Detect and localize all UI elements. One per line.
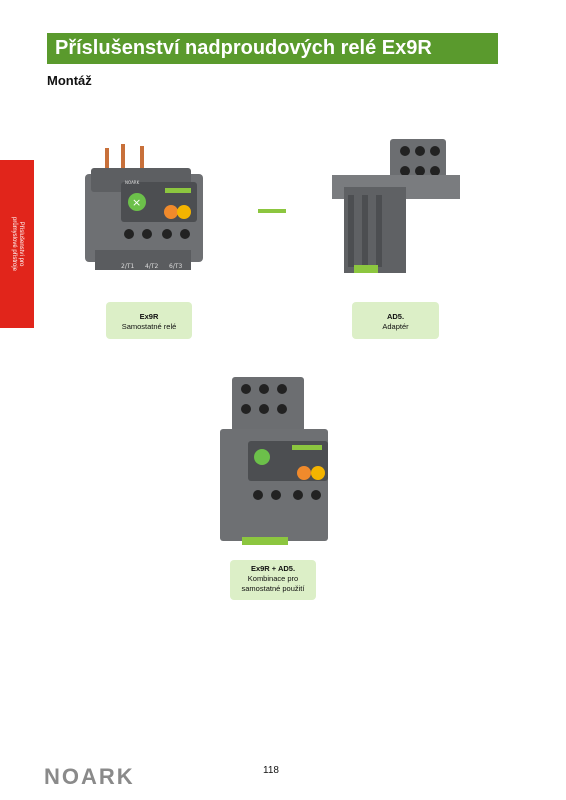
page-number: 118 [263, 765, 279, 776]
relay-brand-label: NOARK [125, 180, 140, 185]
page-title: Příslušenství nadproudových relé Ex9R [47, 33, 498, 64]
adapter-image [332, 139, 460, 273]
combo-image [220, 377, 328, 545]
connector-line [258, 209, 286, 213]
caption-relay-subtitle: Samostatné relé [121, 322, 177, 331]
caption-adapter: AD5. Adaptér [352, 302, 439, 339]
caption-combo: Ex9R + AD5. Kombinace pro samostatné pou… [230, 560, 316, 600]
caption-combo-line1: Kombinace pro [247, 574, 299, 583]
relay-image: × 2/T1 4/T2 6/T3 NOARK [85, 144, 203, 270]
noark-logo: NOARK [44, 764, 135, 789]
side-tab: Příslušenství pro průmyslové přístroje [0, 160, 34, 328]
caption-adapter-title: AD5. [386, 312, 405, 321]
relay-terminal-label: 6/T3 [169, 263, 183, 270]
section-title: Montáž [47, 73, 92, 88]
caption-relay-title: Ex9R [139, 312, 159, 321]
caption-combo-line2: samostatné použití [241, 584, 305, 593]
svg-text:×: × [132, 196, 141, 209]
relay-terminal-label: 2/T1 [121, 263, 135, 270]
side-tab-label: Příslušenství pro průmyslové přístroje [11, 216, 24, 272]
caption-combo-title: Ex9R + AD5. [250, 564, 296, 573]
caption-adapter-subtitle: Adaptér [382, 322, 409, 331]
relay-terminal-label: 4/T2 [145, 263, 159, 270]
caption-relay: Ex9R Samostatné relé [106, 302, 192, 339]
